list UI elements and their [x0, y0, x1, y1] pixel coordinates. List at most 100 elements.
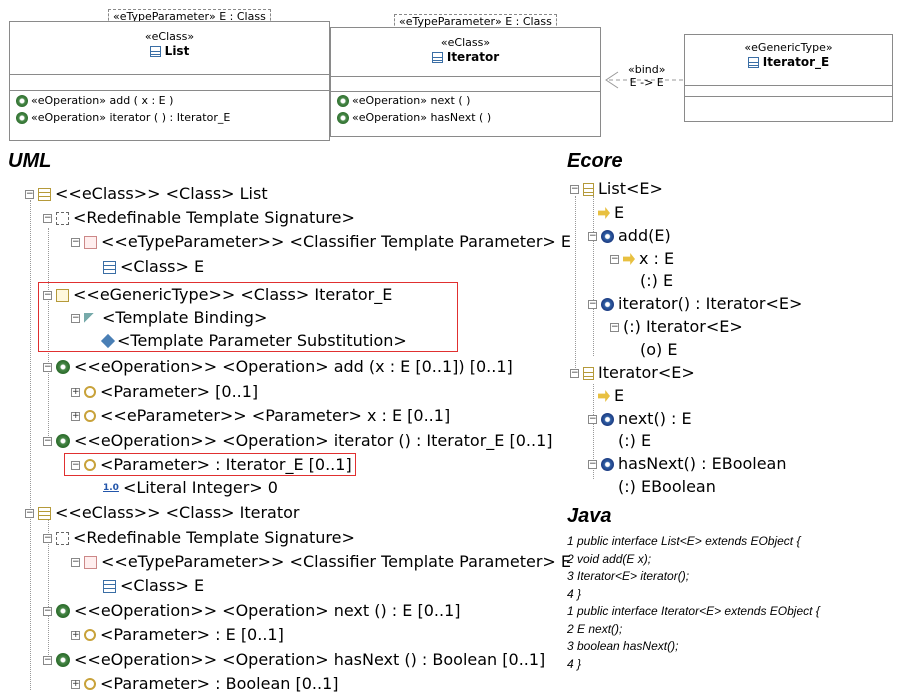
tree-row[interactable]: 1.0<Literal Integer> 0	[103, 479, 278, 497]
list-op-add[interactable]: «eOperation» add ( x : E )	[16, 92, 230, 109]
collapse-icon[interactable]: −	[588, 230, 597, 241]
eclass-icon	[583, 182, 594, 196]
collapse-icon[interactable]: −	[610, 253, 619, 264]
tree-label: <<eOperation>> <Operation> add (x : E [0…	[74, 357, 513, 376]
operation-icon	[16, 111, 28, 124]
ecore-row[interactable]: −(:) Iterator<E>	[610, 318, 743, 336]
collapse-icon[interactable]: −	[25, 507, 34, 518]
tree-row[interactable]: −<<eClass>> <Class> List	[25, 185, 268, 203]
list-op-iterator[interactable]: «eOperation» iterator ( ) : Iterator_E	[16, 109, 230, 126]
collapse-icon[interactable]: −	[570, 183, 579, 194]
ecore-row[interactable]: − Iterator<E>	[570, 364, 695, 382]
collapse-icon[interactable]: −	[43, 532, 52, 543]
tree-row[interactable]: +<Parameter> [0..1]	[71, 383, 258, 401]
eoperation-icon	[601, 457, 614, 471]
class-icon	[747, 56, 759, 68]
collapse-icon[interactable]: −	[570, 367, 579, 378]
iterator-op-hasnext[interactable]: «eOperation» hasNext ( )	[337, 109, 491, 126]
tree-label: E	[614, 386, 625, 405]
tree-row[interactable]: − <<eTypeParameter>> <Classifier Template…	[71, 233, 571, 251]
iterator-e-class-name: Iterator_E	[762, 55, 830, 69]
ecore-row[interactable]: (o) E	[640, 341, 677, 359]
collapse-icon[interactable]: −	[610, 321, 619, 332]
tree-row[interactable]: +<Parameter> : Boolean [0..1]	[71, 675, 339, 693]
collapse-icon[interactable]: −	[43, 654, 52, 665]
tree-row[interactable]: +<<eParameter>> <Parameter> x : E [0..1]	[71, 407, 450, 425]
collapse-icon[interactable]: −	[71, 312, 80, 323]
ecore-row[interactable]: (:) EBoolean	[618, 478, 716, 496]
ecore-row[interactable]: − List<E>	[570, 180, 663, 198]
expand-icon[interactable]: +	[71, 629, 80, 640]
list-class-name: List	[164, 44, 190, 58]
tree-label: (:) EBoolean	[618, 477, 716, 496]
code-line: 1 public interface Iterator<E> extends E…	[567, 604, 820, 618]
collapse-icon[interactable]: −	[25, 188, 34, 199]
collapse-icon[interactable]: −	[43, 361, 52, 372]
ecore-row[interactable]: (:) E	[618, 432, 651, 450]
tree-row[interactable]: −<Redefinable Template Signature>	[43, 529, 355, 547]
class-icon	[103, 260, 116, 274]
iterator-e-class-box[interactable]: «eGenericType» Iterator_E	[684, 34, 893, 122]
tree-row[interactable]: − <<eTypeParameter>> <Classifier Template…	[71, 553, 571, 571]
generic-class-icon	[56, 288, 69, 302]
highlight-generic-type	[38, 282, 458, 352]
iterator-class-name: Iterator	[446, 50, 500, 64]
eoperation-icon	[601, 229, 614, 243]
class-icon	[38, 187, 51, 201]
iterator-op-next[interactable]: «eOperation» next ( )	[337, 92, 491, 109]
tree-row[interactable]: −<<eGenericType>> <Class> Iterator_E	[43, 286, 392, 304]
collapse-icon[interactable]: −	[71, 556, 80, 567]
ecore-row[interactable]: (:) E	[640, 272, 673, 290]
ecore-row[interactable]: −x : E	[610, 250, 674, 268]
list-class-box[interactable]: «eClass» List «eOperation» add ( x : E )…	[9, 21, 330, 141]
tree-row[interactable]: −<<eClass>> <Class> Iterator	[25, 504, 300, 522]
tree-row[interactable]: −<<eOperation>> <Operation> iterator () …	[43, 432, 553, 450]
tree-label: Iterator<E>	[598, 363, 695, 382]
op-label: «eOperation» hasNext ( )	[352, 111, 492, 124]
ecore-heading: Ecore	[567, 150, 623, 172]
tree-label: List<E>	[598, 179, 663, 198]
ecore-row[interactable]: E	[598, 204, 624, 222]
tree-row[interactable]: − <<eOperation>> <Operation> add (x : E […	[43, 358, 513, 376]
bind-arrow	[605, 71, 690, 89]
tree-label: <Class> E	[120, 576, 205, 595]
ecore-row[interactable]: −hasNext() : EBoolean	[588, 455, 787, 473]
collapse-icon[interactable]: −	[43, 212, 52, 223]
parameter-icon	[84, 410, 96, 422]
collapse-icon[interactable]: −	[43, 435, 52, 446]
collapse-icon[interactable]: −	[43, 605, 52, 616]
collapse-icon[interactable]: −	[588, 458, 597, 469]
expand-icon[interactable]: +	[71, 410, 80, 421]
code-line: 2 void add(E x);	[567, 551, 652, 566]
op-label: «eOperation» add ( x : E )	[31, 94, 174, 107]
tree-row[interactable]: −<Template Binding>	[71, 309, 267, 327]
tree-label: <Redefinable Template Signature>	[73, 208, 355, 227]
tree-row[interactable]: −<Parameter> : Iterator_E [0..1]	[71, 456, 352, 474]
ecore-row[interactable]: E	[598, 387, 624, 405]
collapse-icon[interactable]: −	[71, 236, 80, 247]
ecore-row[interactable]: −iterator() : Iterator<E>	[588, 295, 802, 313]
expand-icon[interactable]: +	[71, 386, 80, 397]
tree-row[interactable]: <Template Parameter Substitution>	[100, 332, 407, 350]
expand-icon[interactable]: +	[71, 678, 80, 689]
tree-row[interactable]: +<Parameter> : E [0..1]	[71, 626, 284, 644]
collapse-icon[interactable]: −	[588, 298, 597, 309]
java-code: 1 public interface List<E> extends EObje…	[567, 533, 820, 673]
operation-icon	[16, 94, 28, 107]
tree-row[interactable]: − <Redefinable Template Signature>	[43, 209, 355, 227]
tree-label: <<eTypeParameter>> <Classifier Template …	[101, 552, 572, 571]
collapse-icon[interactable]: −	[43, 289, 52, 300]
collapse-icon[interactable]: −	[588, 413, 597, 424]
ecore-row[interactable]: −next() : E	[588, 410, 692, 428]
tree-label: <<eTypeParameter>> <Classifier Template …	[101, 232, 572, 251]
operation-icon	[337, 94, 349, 107]
bind-label: «bind»	[628, 63, 666, 76]
tree-row[interactable]: <Class> E	[103, 258, 204, 276]
ecore-row[interactable]: −add(E)	[588, 227, 671, 245]
parameter-icon	[84, 459, 96, 471]
tree-row[interactable]: −<<eOperation>> <Operation> hasNext () :…	[43, 651, 545, 669]
collapse-icon[interactable]: −	[71, 459, 80, 470]
tree-row[interactable]: −<<eOperation>> <Operation> next () : E …	[43, 602, 461, 620]
iterator-class-box[interactable]: «eClass» Iterator «eOperation» next ( ) …	[330, 27, 601, 137]
tree-row[interactable]: <Class> E	[103, 577, 204, 595]
